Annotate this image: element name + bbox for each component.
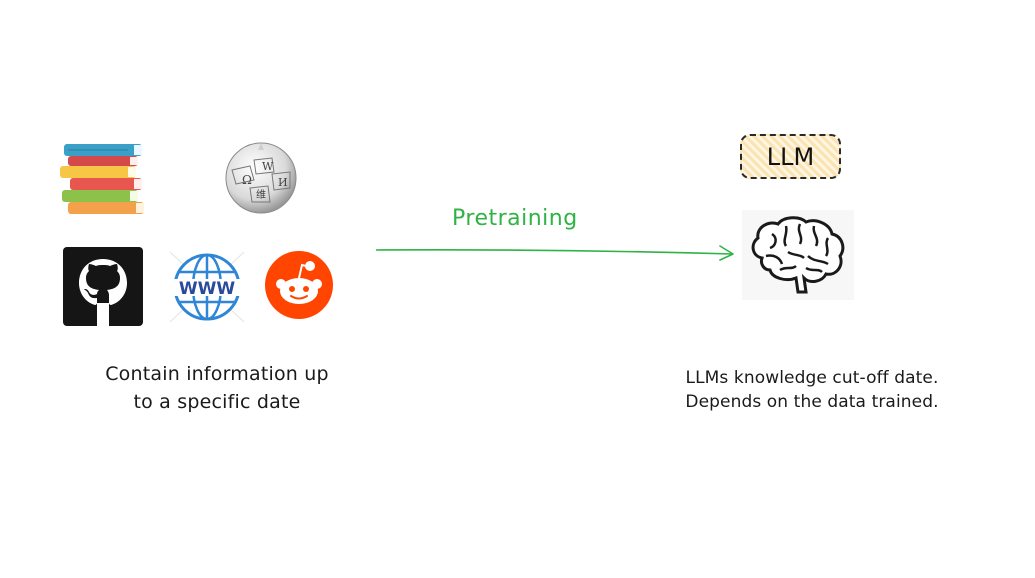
right-caption-line-2: Depends on the data trained. — [685, 392, 939, 412]
github-icon — [63, 247, 143, 326]
right-caption: LLMs knowledge cut-off date. Depends on … — [662, 366, 962, 414]
books-icon — [58, 140, 150, 220]
right-caption-line-1: LLMs knowledge cut-off date. — [685, 368, 939, 388]
svg-text:W: W — [262, 160, 274, 173]
wikipedia-globe-icon: Ω W И 维 — [220, 140, 304, 214]
brain-icon — [742, 210, 854, 300]
svg-text:Ω: Ω — [242, 173, 252, 187]
reddit-icon — [264, 251, 334, 319]
www-globe-icon: WWW — [166, 248, 248, 326]
left-caption: Contain information up to a specific dat… — [82, 360, 352, 416]
llm-box: LLM — [740, 134, 841, 179]
left-caption-line-1: Contain information up — [105, 363, 329, 385]
pretraining-label: Pretraining — [452, 206, 578, 231]
pretraining-arrow — [374, 240, 738, 264]
left-caption-line-2: to a specific date — [133, 391, 301, 413]
svg-text:И: И — [278, 176, 288, 189]
llm-label: LLM — [766, 142, 815, 171]
svg-text:维: 维 — [256, 188, 266, 201]
www-label: WWW — [179, 279, 236, 299]
